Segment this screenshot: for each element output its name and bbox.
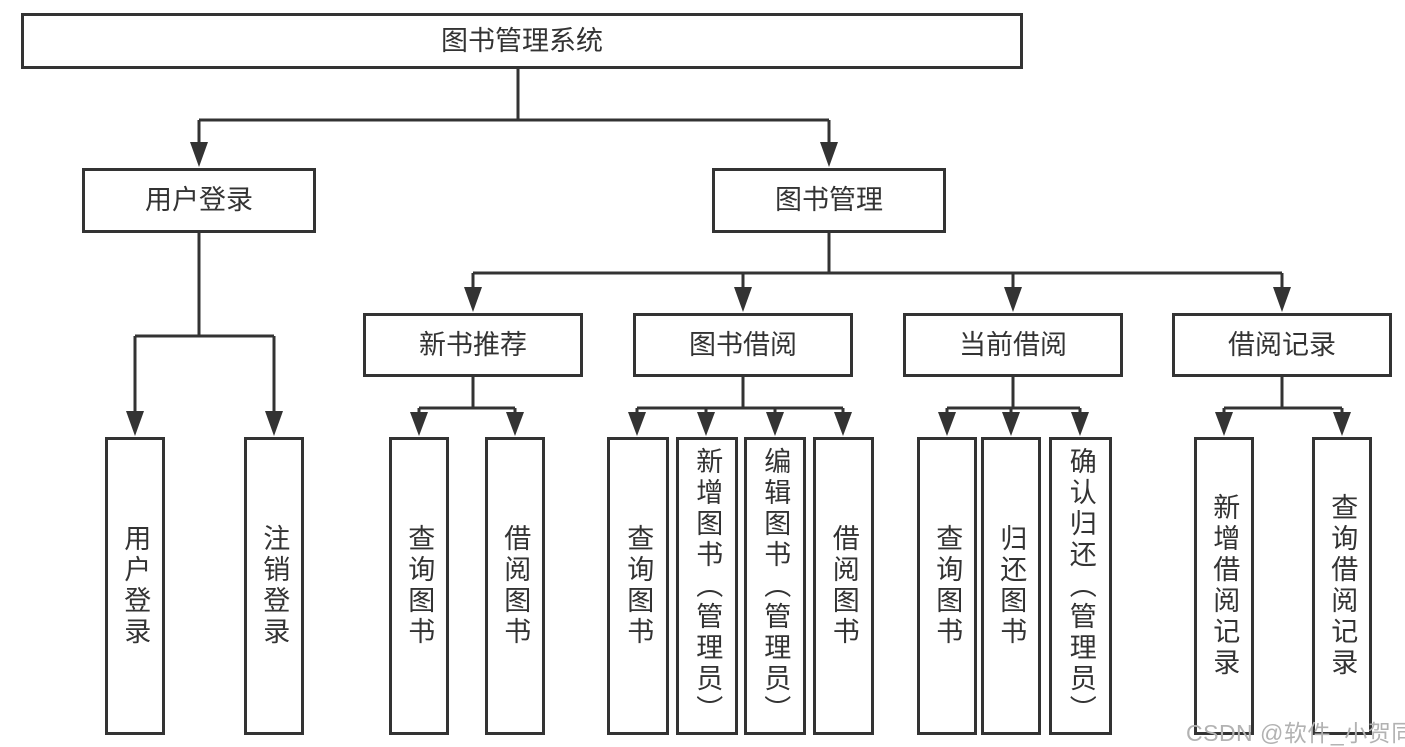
node-book-borrow: 图书借阅 (633, 313, 853, 377)
arrow-down-icon (820, 142, 838, 167)
node-book-management: 图书管理 (712, 168, 946, 233)
arrow-down-icon (190, 142, 208, 167)
leaf-label: 查询借阅记录 (1327, 493, 1358, 679)
node-library-system: 图书管理系统 (21, 13, 1023, 69)
leaf-label: 新增图书（管理员） (692, 446, 723, 726)
leaf-logout-label: 注销登录 (259, 524, 290, 648)
leaf-label: 查询图书 (932, 524, 963, 648)
leaf-logout: 注销登录 (244, 437, 304, 735)
arrow-down-icon (938, 412, 956, 436)
node-new-book-recommend-label: 新书推荐 (419, 329, 527, 360)
arrow-down-icon (506, 412, 524, 436)
leaf-label: 归还图书 (996, 524, 1027, 648)
arrow-down-icon (1333, 412, 1351, 436)
node-current-borrow: 当前借阅 (903, 313, 1123, 377)
arrow-heads (126, 142, 1351, 436)
node-book-management-label: 图书管理 (775, 185, 883, 216)
arrow-down-icon (834, 412, 852, 436)
leaf-query-current: 查询图书 (917, 437, 977, 735)
arrow-down-icon (628, 412, 646, 436)
leaf-query-borrow-record: 查询借阅记录 (1312, 437, 1372, 735)
node-borrow-records-label: 借阅记录 (1228, 329, 1336, 360)
leaf-label: 确认归还（管理员） (1065, 446, 1096, 726)
leaf-label: 借阅图书 (828, 524, 859, 648)
leaf-label: 编辑图书（管理员） (760, 446, 791, 726)
arrow-down-icon (766, 412, 784, 436)
arrow-down-icon (464, 287, 482, 312)
node-library-system-label: 图书管理系统 (441, 25, 603, 56)
leaf-confirm-return-admin: 确认归还（管理员） (1049, 437, 1112, 735)
leaf-return-books: 归还图书 (981, 437, 1041, 735)
arrow-down-icon (410, 412, 428, 436)
leaf-query-books-recommend: 查询图书 (389, 437, 449, 735)
arrow-down-icon (734, 287, 752, 312)
node-new-book-recommend: 新书推荐 (363, 313, 583, 377)
leaf-user-login-label: 用户登录 (120, 524, 151, 648)
leaf-edit-books-admin: 编辑图书（管理员） (744, 437, 806, 735)
connector-paths (133, 69, 1344, 416)
arrow-down-icon (1215, 412, 1233, 436)
arrow-down-icon (1273, 287, 1291, 312)
leaf-borrow-books: 借阅图书 (813, 437, 874, 735)
leaf-add-borrow-record: 新增借阅记录 (1194, 437, 1254, 735)
arrow-down-icon (1002, 412, 1020, 436)
leaf-add-books-admin: 新增图书（管理员） (676, 437, 738, 735)
node-borrow-records: 借阅记录 (1172, 313, 1392, 377)
leaf-label: 新增借阅记录 (1209, 493, 1240, 679)
leaf-user-login: 用户登录 (105, 437, 165, 735)
arrow-down-icon (265, 411, 283, 436)
arrow-down-icon (1004, 287, 1022, 312)
leaf-label: 查询图书 (623, 524, 654, 648)
arrow-down-icon (697, 412, 715, 436)
leaf-borrow-books-recommend: 借阅图书 (485, 437, 545, 735)
node-user-login-label: 用户登录 (145, 185, 253, 216)
leaf-query-books: 查询图书 (607, 437, 669, 735)
leaf-label: 借阅图书 (500, 524, 531, 648)
arrow-down-icon (1071, 412, 1089, 436)
node-user-login: 用户登录 (82, 168, 316, 233)
csdn-watermark: CSDN @软件_小贺同学 (1186, 720, 1405, 746)
node-current-borrow-label: 当前借阅 (959, 329, 1067, 360)
leaf-label: 查询图书 (404, 524, 435, 648)
node-book-borrow-label: 图书借阅 (689, 329, 797, 360)
arrow-down-icon (126, 411, 144, 436)
